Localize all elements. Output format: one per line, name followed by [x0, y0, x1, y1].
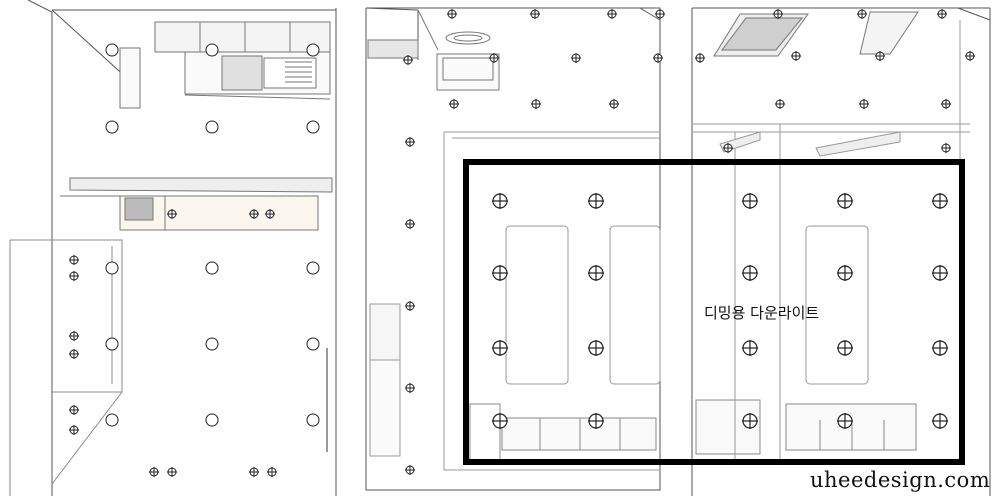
crosshair-downlight-icon	[588, 340, 604, 356]
downlight-icon	[306, 261, 320, 275]
bath-vanity	[367, 9, 500, 91]
crosshair-downlight-icon	[492, 265, 508, 281]
crosshair-downlight-icon	[837, 193, 853, 209]
downlight-icon	[306, 337, 320, 351]
bed-frames	[505, 225, 869, 385]
crosshair-downlight-icon	[965, 51, 975, 61]
right-closet	[692, 20, 970, 460]
downlight-icon	[105, 413, 119, 427]
crosshair-downlight-icon	[405, 137, 415, 147]
downlight-fixtures	[69, 9, 975, 477]
crosshair-downlight-icon	[609, 99, 619, 109]
crosshair-downlight-icon	[405, 383, 415, 393]
crosshair-downlight-icon	[941, 143, 951, 153]
downlight-icon	[105, 43, 119, 57]
crosshair-downlight-icon	[405, 219, 415, 229]
downlight-icon	[105, 261, 119, 275]
crosshair-downlight-icon	[531, 99, 541, 109]
crosshair-downlight-icon	[405, 301, 415, 311]
crosshair-downlight-icon	[742, 340, 758, 356]
crosshair-downlight-icon	[69, 349, 79, 359]
crosshair-downlight-icon	[167, 467, 177, 477]
crosshair-downlight-icon	[69, 405, 79, 415]
crosshair-downlight-icon	[69, 271, 79, 281]
crosshair-downlight-icon	[837, 265, 853, 281]
drawer-units	[469, 399, 917, 465]
crosshair-downlight-icon	[492, 340, 508, 356]
dining-bar	[60, 177, 333, 231]
crosshair-downlight-icon	[775, 99, 785, 109]
crosshair-downlight-icon	[588, 193, 604, 209]
crosshair-downlight-icon	[723, 143, 733, 153]
downlight-icon	[306, 413, 320, 427]
downlight-icon	[105, 337, 119, 351]
crosshair-downlight-icon	[607, 9, 617, 19]
crosshair-downlight-icon	[249, 467, 259, 477]
crosshair-downlight-icon	[742, 193, 758, 209]
crosshair-downlight-icon	[941, 99, 951, 109]
crosshair-downlight-icon	[695, 53, 705, 63]
crosshair-downlight-icon	[742, 413, 758, 429]
crosshair-downlight-icon	[837, 413, 853, 429]
crosshair-downlight-icon	[875, 51, 885, 61]
crosshair-downlight-icon	[857, 9, 867, 19]
closet-outline	[369, 131, 660, 471]
crosshair-downlight-icon	[571, 53, 581, 63]
downlight-icon	[306, 120, 320, 134]
downlight-icon	[205, 337, 219, 351]
crosshair-downlight-icon	[69, 255, 79, 265]
crosshair-downlight-icon	[837, 340, 853, 356]
crosshair-downlight-icon	[489, 53, 499, 63]
crosshair-downlight-icon	[447, 9, 457, 19]
crosshair-downlight-icon	[530, 9, 540, 19]
crosshair-downlight-icon	[937, 9, 947, 19]
crosshair-downlight-icon	[69, 331, 79, 341]
crosshair-downlight-icon	[69, 425, 79, 435]
crosshair-downlight-icon	[859, 99, 869, 109]
downlight-icon	[205, 43, 219, 57]
downlight-icon	[105, 120, 119, 134]
watermark-text: uheedesign.com	[810, 468, 991, 492]
crosshair-downlight-icon	[492, 413, 508, 429]
crosshair-downlight-icon	[932, 193, 948, 209]
crosshair-downlight-icon	[403, 55, 413, 65]
crosshair-downlight-icon	[791, 51, 801, 61]
crosshair-downlight-icon	[588, 413, 604, 429]
crosshair-downlight-icon	[742, 265, 758, 281]
crosshair-downlight-icon	[249, 209, 259, 219]
kitchen-counter	[119, 21, 331, 109]
skylights	[713, 11, 919, 57]
downlight-icon	[205, 261, 219, 275]
crosshair-downlight-icon	[653, 53, 663, 63]
crosshair-downlight-icon	[932, 265, 948, 281]
crosshair-downlight-icon	[932, 413, 948, 429]
crosshair-downlight-icon	[449, 99, 459, 109]
crosshair-downlight-icon	[265, 209, 275, 219]
downlight-icon	[306, 43, 320, 57]
dimming-downlight-label: 디밍용 다운라이트	[704, 304, 820, 322]
downlight-icon	[205, 120, 219, 134]
crosshair-downlight-icon	[773, 9, 783, 19]
crosshair-downlight-icon	[405, 465, 415, 475]
crosshair-downlight-icon	[655, 9, 665, 19]
downlight-icon	[205, 413, 219, 427]
wall-lines	[27, 0, 991, 496]
crosshair-downlight-icon	[492, 193, 508, 209]
crosshair-downlight-icon	[932, 340, 948, 356]
crosshair-downlight-icon	[267, 467, 277, 477]
window-frame	[9, 239, 123, 496]
crosshair-downlight-icon	[149, 467, 159, 477]
crosshair-downlight-icon	[588, 265, 604, 281]
crosshair-downlight-icon	[167, 209, 177, 219]
dimming-zone-frame	[463, 159, 965, 465]
